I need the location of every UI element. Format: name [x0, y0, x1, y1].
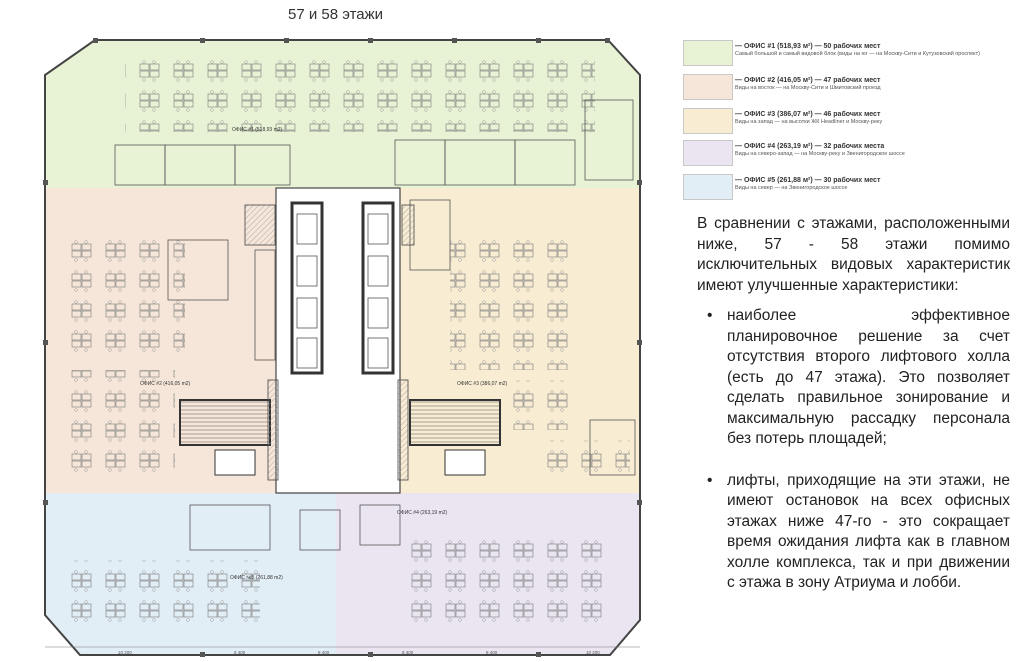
description: В сравнении с этажами, расположенными ни… — [697, 214, 1010, 615]
legend-swatch — [683, 140, 733, 166]
page-title: 57 и 58 этажи — [288, 6, 384, 23]
legend-item-office-5: — ОФИС #5 (261,88 м²) — 30 рабочих мест … — [683, 174, 1013, 200]
label-office-1: ОФИС #1 (518,93 m2) — [232, 127, 283, 133]
label-office-4: ОФИС #4 (263,19 m2) — [397, 510, 448, 516]
legend-swatch — [683, 74, 733, 100]
building-outline — [44, 39, 641, 656]
legend-item-office-3: — ОФИС #3 (386,07 м²) — 46 рабочих мест … — [683, 108, 1013, 134]
dimension-label: 10 200 — [118, 650, 132, 655]
legend-swatch — [683, 40, 733, 66]
dimension-label: 8 400 — [486, 650, 498, 655]
legend-swatch — [683, 108, 733, 134]
legend-item-office-2: — ОФИС #2 (416,05 м²) — 47 рабочих мест … — [683, 74, 1013, 100]
advantages-list: •наиболее эффективное планировочное реше… — [697, 306, 1010, 594]
dimension-label: 8 400 — [234, 650, 246, 655]
legend-item-office-1: — ОФИС #1 (518,93 м²) — 50 рабочих мест … — [683, 40, 1013, 66]
dimension-label: 8 400 — [402, 650, 414, 655]
description-intro: В сравнении с этажами, расположенными ни… — [697, 215, 1010, 294]
label-office-2: ОФИС #2 (416,05 m2) — [140, 381, 191, 387]
dimension-label: 10 200 — [586, 650, 600, 655]
bullet-icon: • — [707, 307, 713, 324]
label-office-3: ОФИС #3 (386,07 m2) — [457, 381, 508, 387]
dimension-label: 8 400 — [318, 650, 330, 655]
floor-plan — [43, 38, 642, 657]
legend-item-office-4: — ОФИС #4 (263,19 м²) — 32 рабочих места… — [683, 140, 1013, 166]
list-item: •лифты, приходящие на эти этажи, не имею… — [707, 471, 1010, 592]
label-office-5: ОФИС №5 (261,88 m2) — [230, 575, 283, 581]
list-item: •наиболее эффективное планировочное реше… — [707, 307, 1010, 447]
legend-swatch — [683, 174, 733, 200]
bullet-icon: • — [707, 471, 713, 489]
